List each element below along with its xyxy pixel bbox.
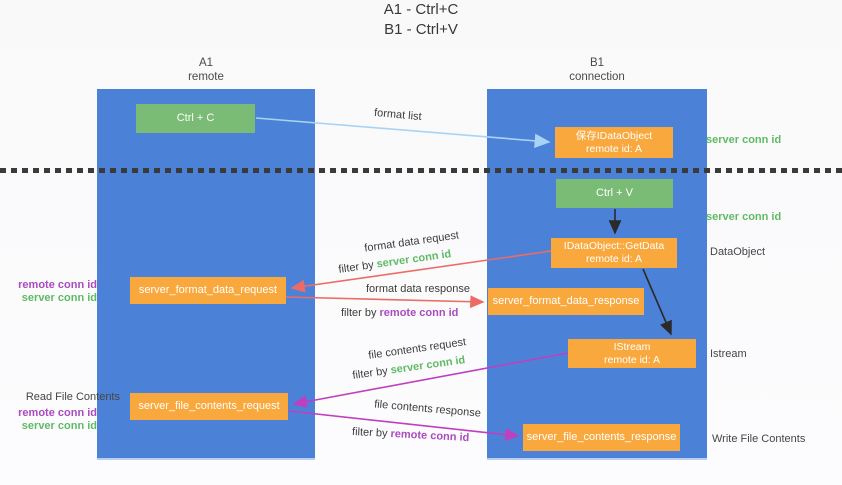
node-ctrl-c-label: Ctrl + C xyxy=(176,112,215,124)
node-save-idataobject-line2: remote id: A xyxy=(585,142,643,155)
node-ctrl-v: Ctrl + V xyxy=(556,179,673,208)
remote-conn-id-keyword: remote conn id xyxy=(390,427,470,445)
format-conn-id-stack: remote conn id server conn id xyxy=(0,279,97,305)
column-b1-role: connection xyxy=(569,71,625,83)
title-line-b1: B1 - Ctrl+V xyxy=(384,21,458,38)
column-b1-name: B1 xyxy=(589,57,605,69)
node-save-idataobject: 保存IDataObject remote id: A xyxy=(555,127,673,158)
filter-by-text: filter by xyxy=(341,307,377,319)
filter-by-text: filter by xyxy=(351,365,389,382)
node-istream: IStream remote id: A xyxy=(568,339,696,368)
node-file-response-label: server_file_contents_response xyxy=(526,431,677,443)
node-idataobject-getdata: IDataObject::GetData remote id: A xyxy=(551,238,677,268)
arrow-label-format-list: format list xyxy=(373,106,423,124)
column-a1-role: remote xyxy=(188,71,224,83)
node-getdata-line2: remote id: A xyxy=(585,253,643,265)
node-ctrl-v-label: Ctrl + V xyxy=(596,187,633,199)
file-conn-id-stack: remote conn id server conn id xyxy=(0,407,97,433)
node-istream-line1: IStream xyxy=(613,340,651,353)
label-file-remote-conn-id: remote conn id xyxy=(18,407,97,419)
title-line-a1: A1 - Ctrl+C xyxy=(383,1,459,18)
column-header-a1: A1 remote xyxy=(97,56,315,84)
arrow-label-filter-by-server-conn-id-1: filter by server conn id xyxy=(338,248,452,276)
node-getdata-line1: IDataObject::GetData xyxy=(563,240,665,252)
arrow-label-filter-by-remote-conn-id-1: filter by remote conn id xyxy=(341,307,458,319)
column-header-b1: B1 connection xyxy=(487,56,707,84)
phase-separator-dotted-line xyxy=(0,168,842,173)
node-format-response-label: server_format_data_response xyxy=(492,295,640,307)
node-server-file-contents-request: server_file_contents_request xyxy=(130,393,288,420)
server-conn-id-keyword: server conn id xyxy=(389,354,467,377)
arrow-label-file-contents-response: file contents response xyxy=(373,398,482,420)
arrow-label-format-data-response: format data response xyxy=(366,283,470,295)
arrow-label-filter-by-remote-conn-id-2: filter by remote conn id xyxy=(352,426,470,444)
node-server-file-contents-response: server_file_contents_response xyxy=(523,424,680,451)
label-format-server-conn-id: server conn id xyxy=(21,292,97,304)
label-server-conn-id-mid: server conn id xyxy=(706,211,782,223)
filter-by-text: filter by xyxy=(337,259,375,276)
remote-conn-id-keyword: remote conn id xyxy=(379,307,459,319)
label-file-server-conn-id: server conn id xyxy=(21,420,97,432)
node-istream-line2: remote id: A xyxy=(603,353,661,366)
label-istream: Istream xyxy=(710,348,747,360)
label-read-file-contents: Read File Contents xyxy=(25,391,120,403)
node-file-request-label: server_file_contents_request xyxy=(138,400,280,412)
label-dataobject: DataObject xyxy=(710,246,766,258)
node-format-request-label: server_format_data_request xyxy=(138,284,278,296)
node-save-idataobject-line1: 保存IDataObject xyxy=(575,129,653,142)
column-a1-name: A1 xyxy=(198,57,214,69)
label-server-conn-id-top: server conn id xyxy=(706,134,782,146)
diagram-title: A1 - Ctrl+C B1 - Ctrl+V xyxy=(0,0,842,40)
node-ctrl-c: Ctrl + C xyxy=(136,104,255,133)
arrow-format-data-response xyxy=(285,295,485,309)
label-format-remote-conn-id: remote conn id xyxy=(18,279,97,291)
node-server-format-data-response: server_format_data_response xyxy=(488,288,644,315)
node-server-format-data-request: server_format_data_request xyxy=(130,277,286,304)
label-write-file-contents: Write File Contents xyxy=(712,433,806,445)
filter-by-text: filter by xyxy=(351,425,388,440)
